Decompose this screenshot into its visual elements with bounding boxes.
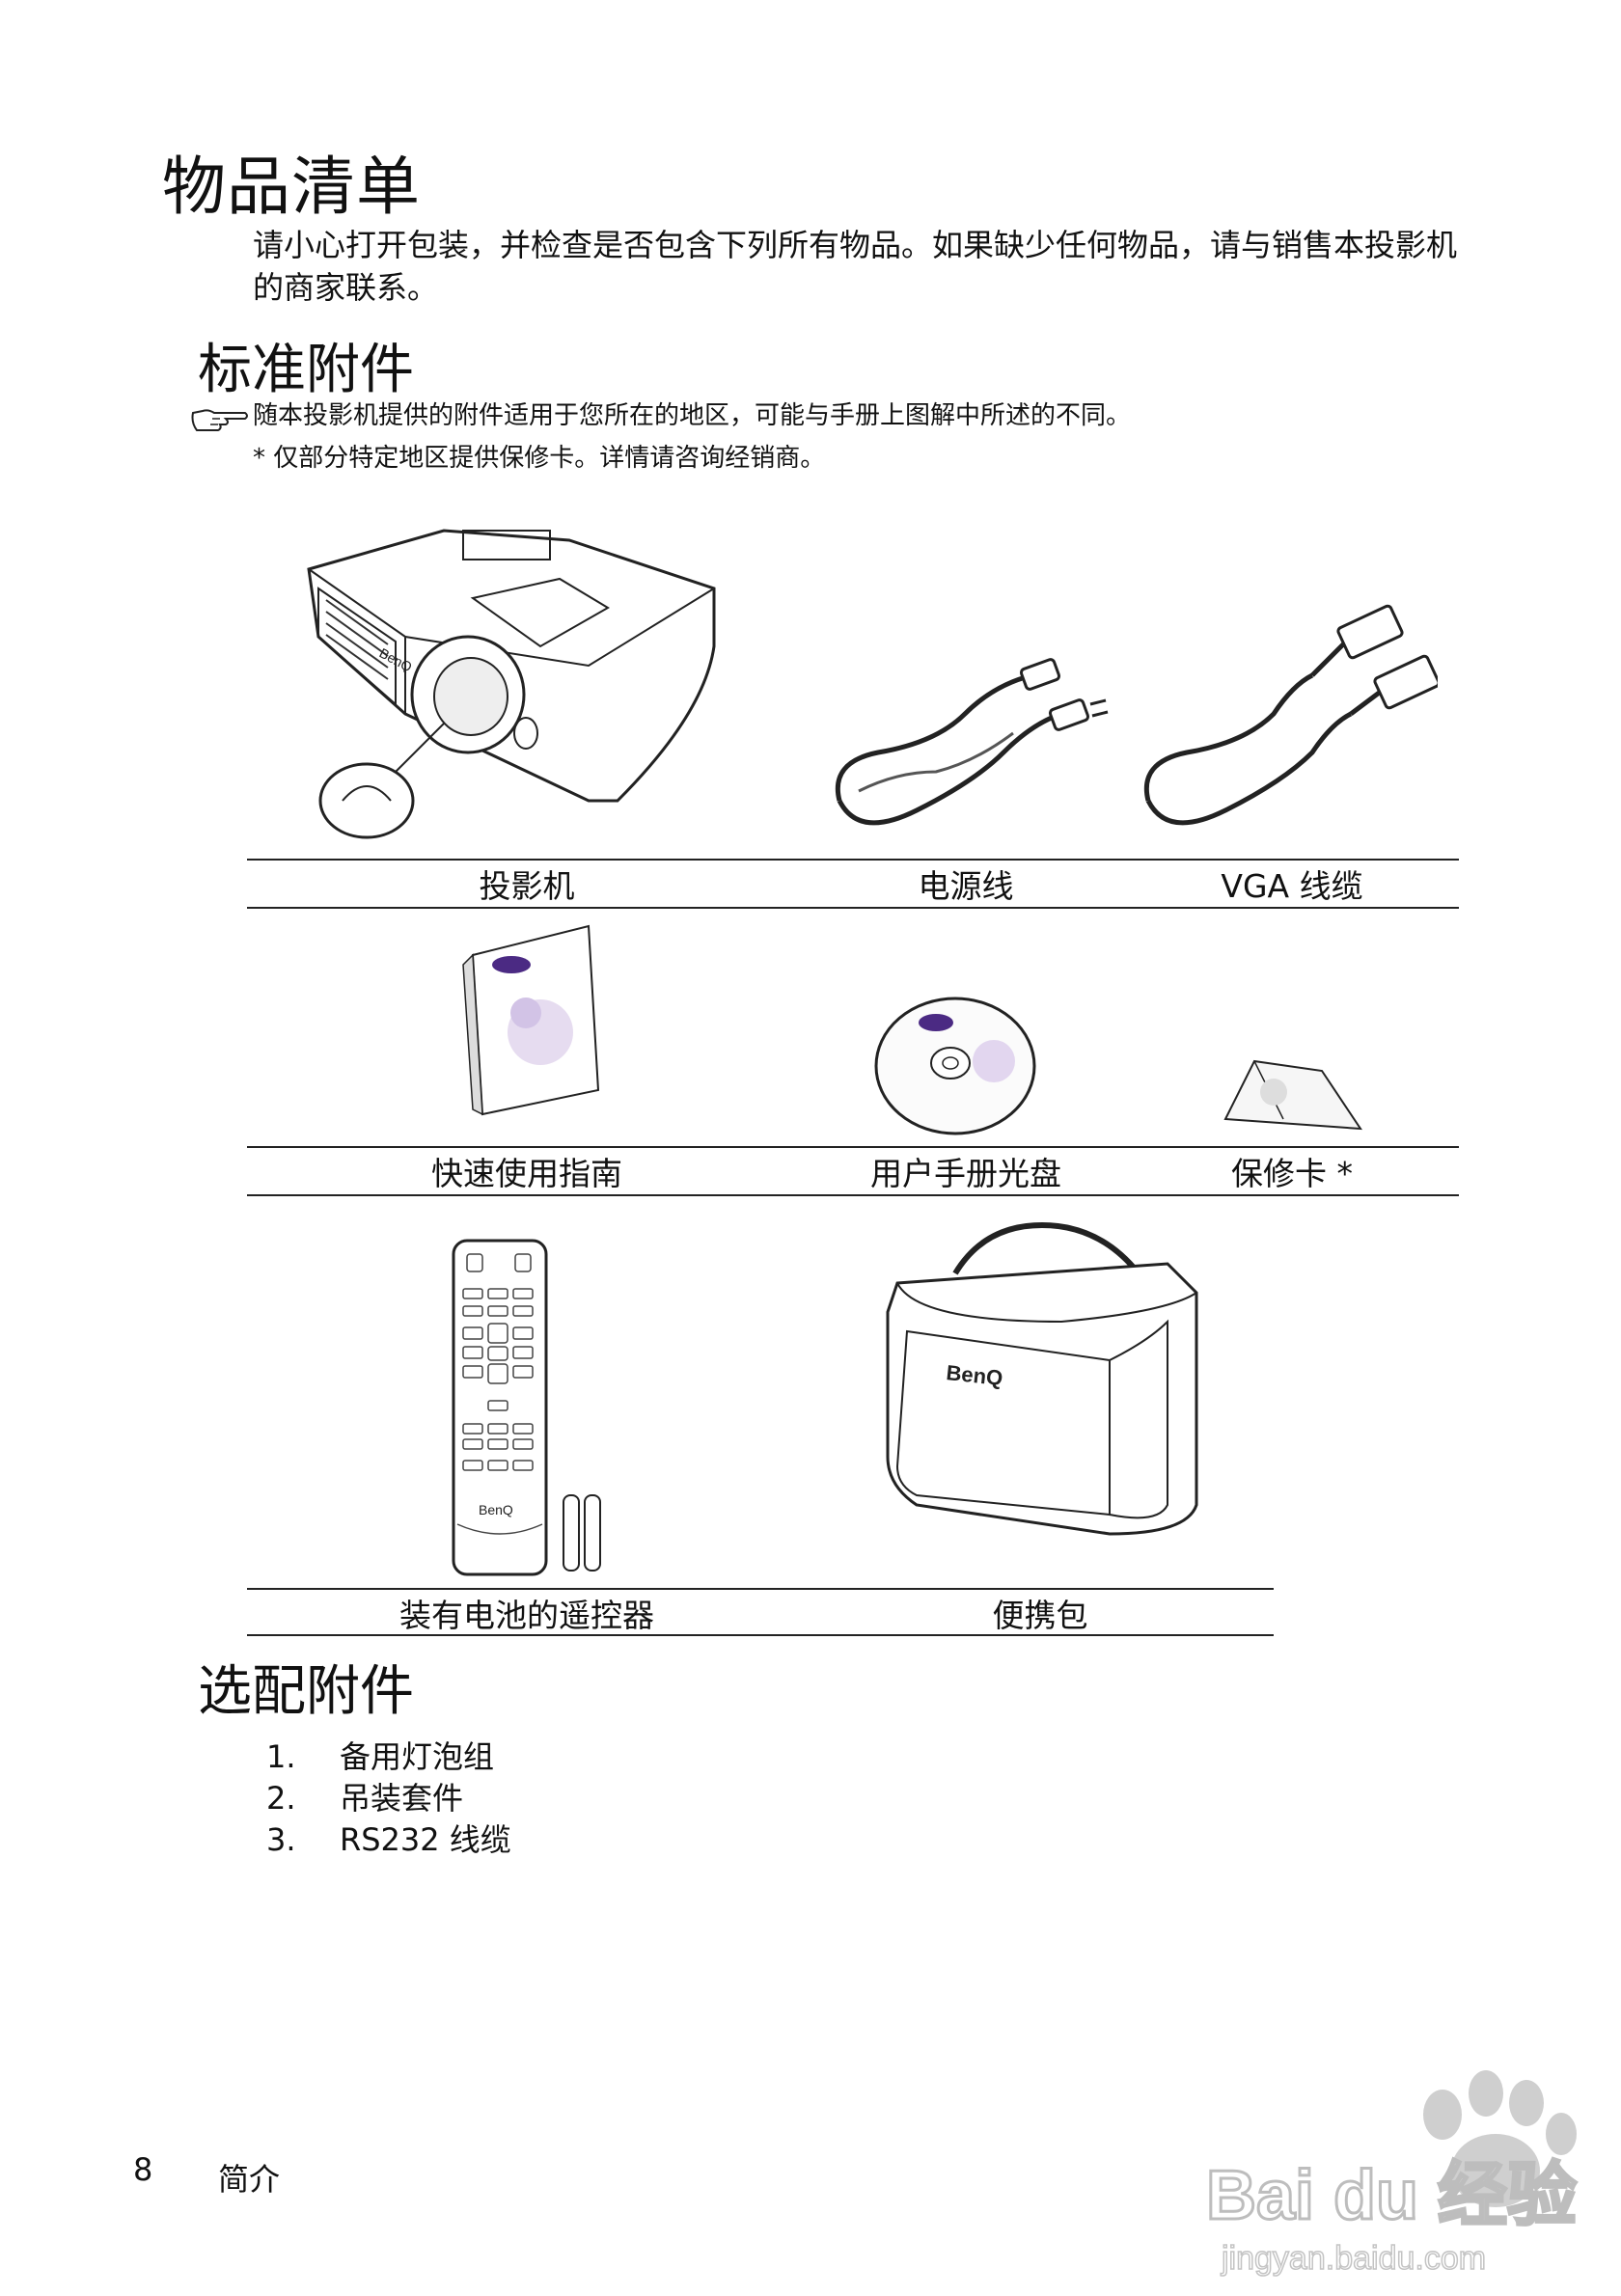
row3-bottom-rule-right — [807, 1634, 1274, 1636]
caption-quick-guide: 快速使用指南 — [431, 1155, 622, 1192]
carry-bag-icon: BenQ — [886, 1221, 1198, 1536]
list-item-label: RS232 线缆 — [340, 1821, 511, 1858]
baidu-watermark: Bai du 经验 jingyan.baidu.com — [1205, 2070, 1579, 2278]
list-item-number: 1. — [266, 1738, 296, 1775]
list-item: 2. 吊装套件 — [266, 1778, 511, 1819]
list-item-number: 2. — [266, 1780, 296, 1817]
caption-vga-cable: VGA 线缆 — [1221, 867, 1363, 905]
power-cord-icon — [835, 658, 1109, 826]
page-number: 8 — [133, 2151, 153, 2188]
cd-logo-icon — [919, 1014, 953, 1031]
row1-top-rule — [247, 859, 1459, 861]
row3-bottom-rule-left — [247, 1634, 807, 1636]
footer-section: 简介 — [218, 2161, 281, 2198]
optional-list: 1. 备用灯泡组 2. 吊装套件 3. RS232 线缆 — [266, 1736, 511, 1861]
caption-power-cord: 电源线 — [918, 867, 1014, 905]
region-note: 随本投影机提供的附件适用于您所在的地区，可能与手册上图解中所述的不同。 — [253, 401, 1132, 430]
watermark-text: Bai du 经验 — [1206, 2157, 1577, 2234]
row2-top-rule — [247, 1146, 1459, 1148]
row2-bottom-rule-left — [247, 1194, 807, 1196]
cd-icon — [874, 997, 1036, 1135]
list-item: 3. RS232 线缆 — [266, 1819, 511, 1861]
optional-heading: 选配附件 — [198, 1660, 414, 1723]
watermark-url: jingyan.baidu.com — [1221, 2240, 1486, 2277]
warranty-card-icon — [1223, 1059, 1362, 1131]
list-item-number: 3. — [266, 1821, 296, 1858]
caption-projector: 投影机 — [479, 867, 575, 905]
row3-top-rule — [247, 1588, 1274, 1590]
guide-logo-icon — [492, 956, 531, 973]
bag-logo: BenQ — [945, 1360, 1003, 1390]
projector-icon: BenQ — [307, 529, 716, 839]
remote-control-icon: BenQ — [452, 1239, 601, 1576]
warranty-note: * 仅部分特定地区提供保修卡。详情请咨询经销商。 — [253, 444, 826, 473]
standard-heading: 标准附件 — [198, 339, 414, 401]
caption-cd: 用户手册光盘 — [870, 1155, 1061, 1192]
vga-cable-icon — [1143, 604, 1438, 826]
quick-guide-icon — [462, 924, 600, 1116]
intro-paragraph: 请小心打开包装，并检查是否包含下列所有物品。如果缺少任何物品，请与销售本投影机的… — [253, 227, 1458, 306]
list-item-label: 备用灯泡组 — [340, 1738, 495, 1775]
battery-icon — [563, 1494, 580, 1572]
caption-warranty-card: 保修卡 * — [1231, 1155, 1353, 1192]
row2-bottom-rule-right — [807, 1194, 1459, 1196]
caption-remote-control: 装有电池的遥控器 — [399, 1597, 654, 1634]
caption-carry-bag: 便携包 — [992, 1597, 1088, 1634]
battery-icon — [584, 1494, 601, 1572]
row1-bottom-rule — [247, 907, 1459, 909]
page-title: 物品清单 — [162, 150, 421, 224]
remote-logo: BenQ — [479, 1502, 513, 1517]
list-item-label: 吊装套件 — [340, 1780, 464, 1817]
list-item: 1. 备用灯泡组 — [266, 1736, 511, 1778]
paw-icon — [1423, 2070, 1577, 2207]
pointing-hand-icon — [191, 409, 248, 431]
